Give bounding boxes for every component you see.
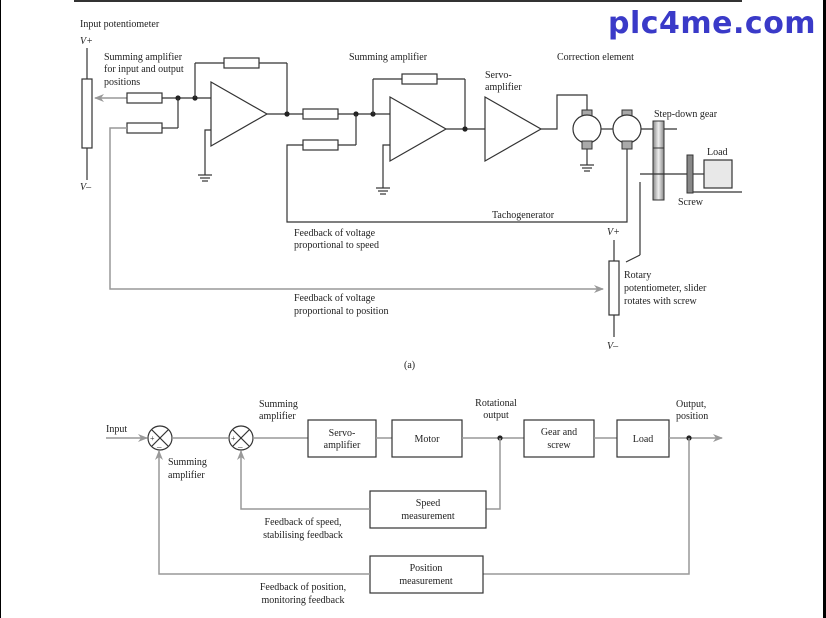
svg-text:Load: Load — [633, 434, 654, 445]
svg-text:for input and output: for input and output — [104, 64, 184, 75]
feedback-resistor-1 — [126, 122, 163, 134]
rotary-label: Rotary potentiometer, slider rotates wit… — [624, 270, 707, 307]
right-border — [823, 0, 826, 618]
ground-icon — [198, 174, 212, 182]
rotational-output-label: Rotational output — [475, 398, 517, 421]
load-label: Load — [707, 147, 728, 158]
svg-text:rotates with screw: rotates with screw — [624, 296, 698, 307]
summing-top-label: Summing amplifier — [259, 399, 298, 422]
watermark: plc4me.com — [608, 6, 817, 41]
stepdown-gear-icon — [652, 120, 665, 201]
svg-text:amplifier: amplifier — [485, 82, 522, 93]
svg-text:proportional to position: proportional to position — [294, 306, 388, 317]
feedback-resistor-opamp1 — [223, 57, 260, 69]
svg-text:amplifier: amplifier — [168, 470, 205, 481]
svg-text:Output,: Output, — [676, 399, 706, 410]
correction-label: Correction element — [557, 52, 634, 63]
load-icon — [703, 159, 733, 189]
svg-text:Position: Position — [410, 563, 443, 574]
svg-text:Servo-: Servo- — [329, 428, 356, 439]
opamp-2 — [389, 95, 448, 163]
screw-label: Screw — [678, 197, 704, 208]
v-minus-label: V– — [80, 182, 92, 193]
svg-text:Feedback of voltage: Feedback of voltage — [294, 293, 376, 304]
servo-block — [307, 419, 377, 458]
svg-text:potentiometer, slider: potentiometer, slider — [624, 283, 707, 294]
input-potentiometer — [81, 48, 93, 180]
rotary-v-minus: V– — [607, 341, 619, 352]
servo-amplifier — [484, 95, 543, 163]
left-border — [0, 0, 1, 618]
svg-text:Rotary: Rotary — [624, 270, 651, 281]
svg-text:amplifier: amplifier — [259, 411, 296, 422]
input-pot-label: Input potentiometer — [80, 19, 160, 30]
rotary-v-plus: V+ — [607, 227, 620, 238]
svg-text:measurement: measurement — [399, 576, 453, 587]
v-plus-label: V+ — [80, 36, 93, 47]
motor-icon — [572, 109, 602, 172]
speed-block — [369, 490, 487, 529]
svg-text:Summing amplifier: Summing amplifier — [104, 52, 183, 63]
summing-junction-2: + – — [228, 425, 254, 452]
caption-a: (a) — [404, 360, 415, 371]
rotary-potentiometer — [608, 240, 620, 337]
summing-bottom-label: Summing amplifier — [168, 457, 207, 481]
svg-text:Summing: Summing — [259, 399, 298, 410]
gear-block — [523, 419, 595, 458]
ground-icon — [376, 187, 390, 195]
svg-text:positions: positions — [104, 77, 140, 88]
svg-text:Speed: Speed — [416, 498, 440, 509]
svg-text:stabilising feedback: stabilising feedback — [263, 530, 343, 541]
svg-text:+: + — [231, 434, 236, 443]
svg-text:Motor: Motor — [415, 434, 441, 445]
feedback-resistor-opamp2 — [401, 73, 438, 85]
svg-text:Gear and: Gear and — [541, 427, 577, 438]
load-block — [616, 419, 670, 458]
svg-text:output: output — [483, 410, 509, 421]
resistor-2a — [302, 108, 339, 120]
fb-position-label: Feedback of position, monitoring feedbac… — [260, 582, 346, 606]
svg-text:Feedback of position,: Feedback of position, — [260, 582, 346, 593]
circuit-diagram: Input potentiometer V+ V– Summing amplif… — [80, 19, 742, 371]
svg-text:–: – — [156, 442, 162, 452]
tachogenerator-icon — [612, 109, 642, 150]
svg-text:Rotational: Rotational — [475, 398, 517, 409]
output-label: Output, position — [676, 399, 708, 422]
input-resistor — [126, 92, 163, 104]
svg-text:amplifier: amplifier — [324, 440, 361, 451]
svg-text:screw: screw — [547, 440, 571, 451]
svg-text:monitoring feedback: monitoring feedback — [261, 595, 344, 606]
svg-text:Feedback of voltage: Feedback of voltage — [294, 228, 376, 239]
position-block — [369, 555, 484, 594]
summing2-label: Summing amplifier — [349, 52, 428, 63]
stepdown-label: Step-down gear — [654, 109, 718, 120]
svg-text:Summing: Summing — [168, 457, 207, 468]
block-diagram: Input + – + – Summing amplifier Summing — [106, 398, 723, 606]
svg-text:proportional to speed: proportional to speed — [294, 240, 379, 251]
resistor-2b — [302, 139, 339, 151]
summing-junction-1: + – — [147, 425, 173, 452]
input-label: Input — [106, 424, 127, 435]
screw-icon — [686, 154, 694, 194]
fb-position-label: Feedback of voltage proportional to posi… — [294, 293, 388, 317]
top-rule — [74, 0, 742, 2]
svg-text:Feedback of speed,: Feedback of speed, — [265, 517, 342, 528]
fb-speed-label: Feedback of speed, stabilising feedback — [263, 517, 343, 541]
summing1-label: Summing amplifier for input and output p… — [104, 52, 184, 88]
svg-text:Servo-: Servo- — [485, 70, 512, 81]
svg-text:–: – — [237, 442, 243, 452]
tacho-label: Tachogenerator — [492, 210, 555, 221]
svg-text:position: position — [676, 411, 708, 422]
opamp-1 — [210, 80, 269, 148]
fb-speed-label: Feedback of voltage proportional to spee… — [294, 228, 379, 251]
svg-text:+: + — [150, 434, 155, 443]
svg-text:measurement: measurement — [401, 511, 455, 522]
servo-label: Servo- amplifier — [485, 70, 522, 93]
